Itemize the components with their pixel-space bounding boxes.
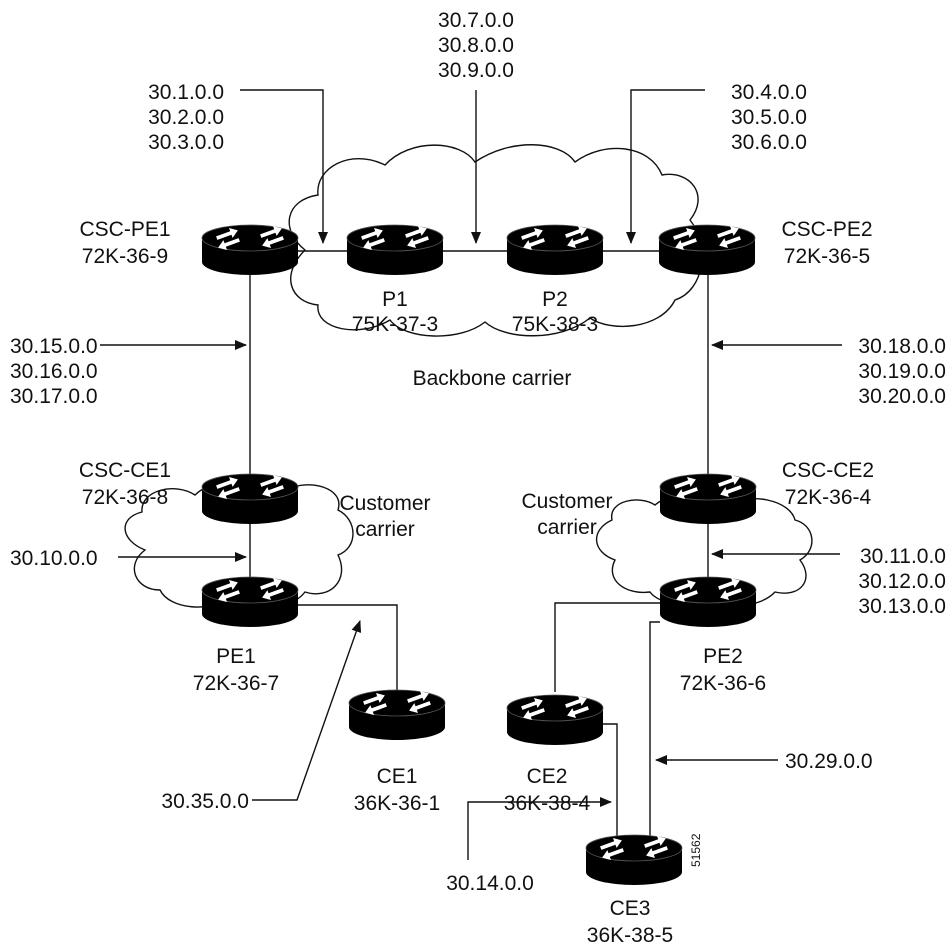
network-label: 30.35.0.0 (161, 790, 249, 813)
network-label: 30.29.0.0 (785, 750, 873, 773)
network-label: 30.12.0.0 (858, 570, 946, 593)
router-id-label: 72K-36-4 (785, 486, 872, 509)
network-group-i: 30.29.0.0 (785, 750, 873, 773)
link-ce2-ce3 (600, 723, 618, 838)
network-label: 30.7.0.0 (438, 9, 514, 32)
router-id-label: 72K-36-8 (82, 486, 168, 509)
router-name-label: CSC-PE1 (79, 218, 170, 241)
router-ce3[interactable] (585, 833, 683, 885)
network-group-h: 30.35.0.0 (161, 790, 249, 813)
network-group-a: 30.1.0.0 30.2.0.0 30.3.0.0 (148, 81, 224, 154)
router-name-label: CE3 (610, 897, 651, 920)
network-group-j: 30.14.0.0 (446, 872, 534, 895)
router-pe2[interactable] (659, 575, 757, 627)
router-id-label: 72K-36-6 (680, 672, 766, 695)
backbone-carrier-label: Backbone carrier (413, 367, 572, 390)
network-label: 30.6.0.0 (731, 131, 807, 154)
router-icon (201, 576, 299, 627)
figure-id-label: 51562 (689, 833, 703, 867)
router-icon (659, 473, 757, 524)
router-icon (658, 224, 756, 275)
network-group-g: 30.11.0.0 30.12.0.0 30.13.0.0 (858, 545, 946, 618)
link-pe2-ce2 (554, 602, 660, 692)
router-name-label: P1 (382, 288, 408, 311)
network-label: 30.5.0.0 (731, 106, 807, 129)
network-label: 30.11.0.0 (860, 545, 946, 568)
router-id-label: 75K-37-3 (352, 313, 438, 336)
router-icon (201, 224, 299, 275)
router-ce2[interactable] (506, 693, 604, 745)
network-group-c: 30.4.0.0 30.5.0.0 30.6.0.0 (731, 81, 807, 154)
router-csc-pe2[interactable] (658, 223, 756, 275)
router-icon (201, 473, 299, 524)
router-csc-pe1[interactable] (201, 223, 299, 275)
router-icon (585, 834, 683, 885)
router-icon (659, 576, 757, 627)
network-group-f: 30.10.0.0 (10, 547, 98, 570)
router-name-label: CE2 (527, 765, 568, 788)
link-pe2-ce3 (649, 621, 660, 838)
router-name-label: PE1 (216, 645, 256, 668)
router-csc-ce1[interactable] (201, 472, 299, 524)
router-p1[interactable] (346, 223, 444, 275)
network-label: 30.1.0.0 (148, 81, 224, 104)
router-name-label: CSC-CE2 (782, 459, 874, 482)
arrow-c (626, 89, 705, 244)
backbone-carrier-cloud (288, 144, 703, 337)
network-label: 30.19.0.0 (858, 360, 946, 383)
network-label: 30.16.0.0 (10, 360, 98, 383)
router-icon (506, 224, 604, 275)
network-label: 30.4.0.0 (731, 81, 807, 104)
customer-carrier-right-label-2: carrier (537, 516, 597, 539)
router-id-label: 36K-38-4 (504, 792, 591, 815)
router-csc-ce2[interactable] (659, 472, 757, 524)
network-label: 30.2.0.0 (148, 106, 224, 129)
router-id-label: 75K-38-3 (512, 313, 598, 336)
network-group-d: 30.15.0.0 30.16.0.0 30.17.0.0 (10, 335, 98, 408)
router-name-label: PE2 (703, 645, 743, 668)
router-icon (346, 224, 444, 275)
arrow-h (252, 620, 362, 801)
network-label: 30.8.0.0 (438, 34, 514, 57)
link-pe1-ce1 (298, 604, 398, 692)
router-ce1[interactable] (348, 688, 446, 740)
network-label: 30.20.0.0 (858, 385, 946, 408)
network-label: 30.3.0.0 (148, 131, 224, 154)
router-icon (506, 694, 604, 745)
customer-carrier-right-label-1: Customer (521, 490, 612, 513)
network-group-b: 30.7.0.0 30.8.0.0 30.9.0.0 (438, 9, 514, 82)
customer-carrier-left-label-1: Customer (339, 492, 430, 515)
network-label: 30.17.0.0 (10, 385, 98, 408)
router-id-label: 72K-36-9 (82, 245, 168, 268)
router-id-label: 36K-36-1 (354, 792, 440, 815)
network-group-e: 30.18.0.0 30.19.0.0 30.20.0.0 (858, 335, 946, 408)
router-pe1[interactable] (201, 575, 299, 627)
network-label: 30.14.0.0 (446, 872, 534, 895)
customer-carrier-left-label-2: carrier (355, 518, 415, 541)
router-name-label: CE1 (377, 765, 418, 788)
router-id-label: 36K-38-5 (587, 924, 673, 947)
router-name-label: P2 (542, 288, 568, 311)
network-label: 30.15.0.0 (10, 335, 98, 358)
network-label: 30.18.0.0 (858, 335, 946, 358)
router-name-label: CSC-PE2 (781, 218, 872, 241)
router-id-label: 72K-36-5 (784, 245, 870, 268)
router-name-label: CSC-CE1 (79, 459, 171, 482)
network-label: 30.13.0.0 (858, 595, 946, 618)
router-id-label: 72K-36-7 (193, 672, 279, 695)
router-p2[interactable] (506, 223, 604, 275)
arrow-j (467, 797, 612, 860)
arrow-a (240, 89, 328, 244)
router-icon (348, 689, 446, 740)
network-label: 30.9.0.0 (438, 59, 514, 82)
network-label: 30.10.0.0 (10, 547, 98, 570)
